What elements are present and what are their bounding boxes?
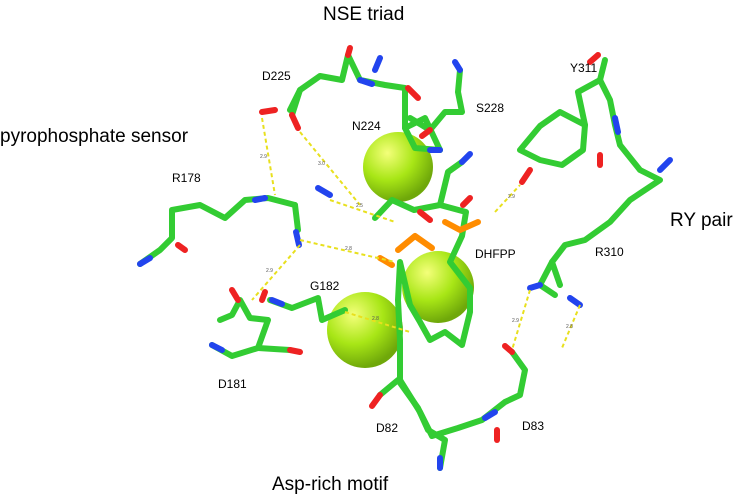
o-d225-a [259, 107, 278, 115]
hbond-6 [344, 311, 411, 333]
o-d225-c [345, 45, 353, 58]
o-y311 [587, 52, 601, 65]
o-d181-b [259, 289, 268, 303]
nitrogen-bonds [137, 55, 673, 471]
y311-tail [597, 57, 608, 83]
o-d181-c [287, 347, 303, 355]
residue-label-d82: D82 [376, 421, 398, 435]
carbon-bonds [137, 52, 663, 471]
hbond-9 [561, 304, 581, 349]
n-ry-a [527, 282, 543, 291]
nse-triad-label: NSE triad [323, 4, 404, 25]
region-labels: NSE triad pyrophosphate sensor RY pair A… [0, 4, 733, 495]
residue-label-y311: Y311 [570, 61, 597, 75]
mg-ion-1 [363, 132, 433, 202]
distance-label: 2.8 [372, 316, 379, 322]
o-d225-b [289, 112, 301, 131]
hbond-2 [299, 131, 361, 206]
o-r178 [175, 242, 188, 253]
r310-guanidinium [537, 259, 558, 298]
p-2 [442, 219, 481, 233]
n-ry-b [567, 295, 583, 308]
distance-label: 2.9 [508, 194, 515, 200]
y311-chain [549, 77, 663, 288]
pyrophosphate-sensor-label: pyrophosphate sensor [0, 126, 189, 147]
residue-label-r178: R178 [172, 171, 201, 185]
residue-labels: D225 N224 S228 Y311 R178 DHFPP R310 G182… [172, 61, 624, 435]
n-d225 [357, 77, 375, 87]
hbond-3 [329, 199, 396, 223]
o-s228 [419, 127, 433, 139]
residue-label-s228: S228 [476, 101, 504, 115]
distance-labels: 2.9 3.0 2.5 2.8 2.9 2.8 2.9 2.9 2.8 [260, 154, 573, 330]
distance-label: 2.9 [266, 268, 273, 274]
o-d82 [369, 392, 383, 409]
s228-chain [407, 67, 465, 133]
hbond-1 [261, 117, 276, 196]
p-1 [395, 233, 435, 253]
distance-label: 3.0 [318, 161, 325, 167]
distance-label: 2.5 [356, 203, 363, 209]
oxygen-bonds [175, 45, 603, 443]
n-r178-a [137, 255, 153, 267]
ry-pair-label: RY pair [670, 210, 733, 231]
n-s228 [452, 59, 463, 73]
n224-chain [402, 115, 443, 153]
o-nse [405, 85, 421, 101]
hydrogen-bonds [251, 117, 581, 351]
r178-guanidinium [292, 202, 301, 233]
d181-chain [209, 297, 271, 359]
n-d83 [482, 409, 498, 421]
distance-label: 2.8 [345, 246, 352, 252]
o-ry-a [502, 343, 515, 355]
n-r178-c [315, 185, 333, 198]
ligand-branch [437, 159, 465, 208]
hbond-4 [299, 239, 396, 263]
residue-label-d225: D225 [262, 69, 291, 83]
y311-ring [517, 109, 588, 168]
residue-label-g182: G182 [310, 279, 340, 293]
n-ry-c [657, 157, 673, 173]
hbond-7 [494, 184, 521, 213]
hbond-8 [511, 289, 531, 351]
residue-label-r310: R310 [595, 245, 624, 259]
d225-chain [287, 52, 443, 153]
d225-carboxyl [289, 87, 303, 118]
residue-label-d83: D83 [522, 419, 544, 433]
n-ligand [459, 151, 473, 165]
o-ligand-b [460, 195, 473, 208]
hbond-5 [251, 244, 301, 301]
distance-label: 2.9 [512, 318, 519, 324]
residue-label-dhfpp: DHFPP [475, 247, 516, 261]
asp-rich-motif-label: Asp-rich motif [272, 474, 389, 495]
o-ry-b [519, 167, 533, 185]
n-r178-b [252, 195, 268, 203]
residue-label-n224: N224 [352, 119, 381, 133]
ligand-chain [372, 197, 528, 439]
distance-label: 2.8 [566, 324, 573, 330]
mg-ion-3 [327, 292, 403, 368]
residue-label-d181: D181 [218, 377, 247, 391]
r178-chain [137, 195, 298, 267]
n-r178-d [293, 229, 302, 248]
d82-chain [377, 377, 448, 471]
n-n224 [372, 55, 383, 73]
o-ligand-a [417, 209, 433, 223]
distance-label: 2.9 [260, 154, 267, 160]
n-y311 [612, 115, 621, 135]
o-d181-a [229, 287, 241, 303]
n-d181 [209, 342, 225, 353]
d181-carboxyl [255, 345, 293, 353]
n-g182 [269, 297, 285, 307]
